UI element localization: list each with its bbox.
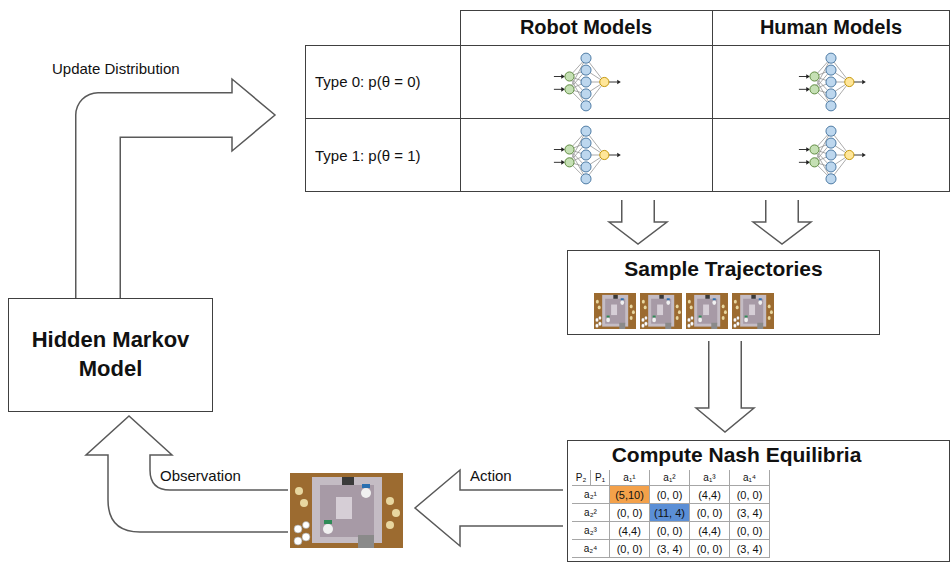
payoff-cell: (0, 0): [730, 486, 770, 504]
grid-line: [949, 10, 950, 192]
grid-line: [305, 45, 950, 46]
payoff-cell: (0, 0): [690, 504, 730, 522]
arrow-head: [232, 79, 275, 151]
action-label: a₁⁴: [730, 470, 770, 486]
action-label: a₁²: [650, 470, 690, 486]
hollow-arrow: [609, 200, 667, 244]
trajectory-image: [640, 293, 682, 329]
process-box: Compute Nash Equilibria: [567, 440, 950, 562]
edge-label: Update Distribution: [52, 60, 180, 78]
observation-arrow: [86, 416, 288, 532]
hollow-arrow: [98, 79, 275, 298]
payoff-grid: [572, 470, 770, 558]
process-box: Hidden Markov Model: [8, 298, 213, 412]
arrow-head: [753, 222, 811, 244]
column-header: Robot Models: [460, 10, 712, 45]
arrow-head: [609, 222, 667, 244]
payoff-cell: (5,10): [610, 486, 650, 504]
table-grid: [305, 10, 950, 192]
arrow-shaft-fill: [623, 200, 654, 224]
arrow-shaft-fill: [98, 115, 234, 298]
hollow-arrow: [696, 341, 754, 432]
payoff-cell: (0, 0): [690, 540, 730, 558]
process-box: Sample Trajectories: [567, 250, 880, 335]
grid-line: [712, 10, 713, 192]
payoff-cell: (0, 0): [610, 540, 650, 558]
action-label: a₂²: [572, 504, 610, 522]
payoff-cell: (0, 0): [730, 522, 770, 540]
box-title: Compute Nash Equilibria: [568, 443, 949, 467]
payoff-cell: (4,4): [690, 522, 730, 540]
grid-line: [305, 191, 950, 192]
payoff-cell: (4,4): [690, 486, 730, 504]
column-header: Human Models: [712, 10, 950, 45]
grid-line: [460, 10, 950, 11]
player-label: P₂: [572, 470, 591, 486]
payoff-cell: (3, 4): [730, 504, 770, 522]
payoff-cell: (0, 0): [650, 486, 690, 504]
arrow-label: Observation: [160, 466, 241, 486]
environment-image: [290, 473, 403, 548]
arrow-shaft-fill: [710, 341, 741, 410]
action-label: a₂¹: [572, 486, 610, 504]
action-arrow: [415, 470, 563, 546]
trajectory-image: [594, 293, 636, 329]
trajectory-image: [686, 293, 728, 329]
trajectory-image: [732, 293, 774, 329]
payoff-cell: (3, 4): [730, 540, 770, 558]
neural-net-icon: [799, 126, 866, 184]
payoff-cell: (4,4): [610, 522, 650, 540]
arrow-label: Action: [470, 466, 512, 486]
arrow-shaft-fill: [767, 200, 798, 224]
grid-line: [460, 10, 461, 192]
neural-net-icon: [554, 126, 621, 184]
payoff-cell: (0, 0): [610, 504, 650, 522]
grid-line: [572, 470, 573, 558]
box-title: Hidden Markov Model: [9, 326, 212, 383]
payoff-cell: (3, 4): [650, 540, 690, 558]
action-label: a₂³: [572, 522, 610, 540]
payoff-cell: (0, 0): [650, 522, 690, 540]
action-label: a₂⁴: [572, 540, 610, 558]
row-label: Type 1: p(θ = 1): [315, 118, 460, 192]
grid-line: [305, 118, 950, 119]
action-label: a₁¹: [610, 470, 650, 486]
model-table: Robot ModelsHuman ModelsType 0: p(θ = 0)…: [305, 10, 950, 192]
hollow-arrow: [753, 200, 811, 244]
neural-net-icon: [799, 53, 866, 111]
action-label: a₁³: [690, 470, 730, 486]
neural-net-icon: [554, 53, 621, 111]
grid-line: [305, 45, 306, 192]
player-label: P₁: [591, 470, 610, 486]
box-title: Sample Trajectories: [568, 257, 879, 281]
payoff-cell: (11, 4): [650, 504, 690, 522]
arrow-head: [696, 408, 754, 432]
grid-line: [572, 470, 770, 471]
row-label: Type 0: p(θ = 0): [315, 45, 460, 118]
